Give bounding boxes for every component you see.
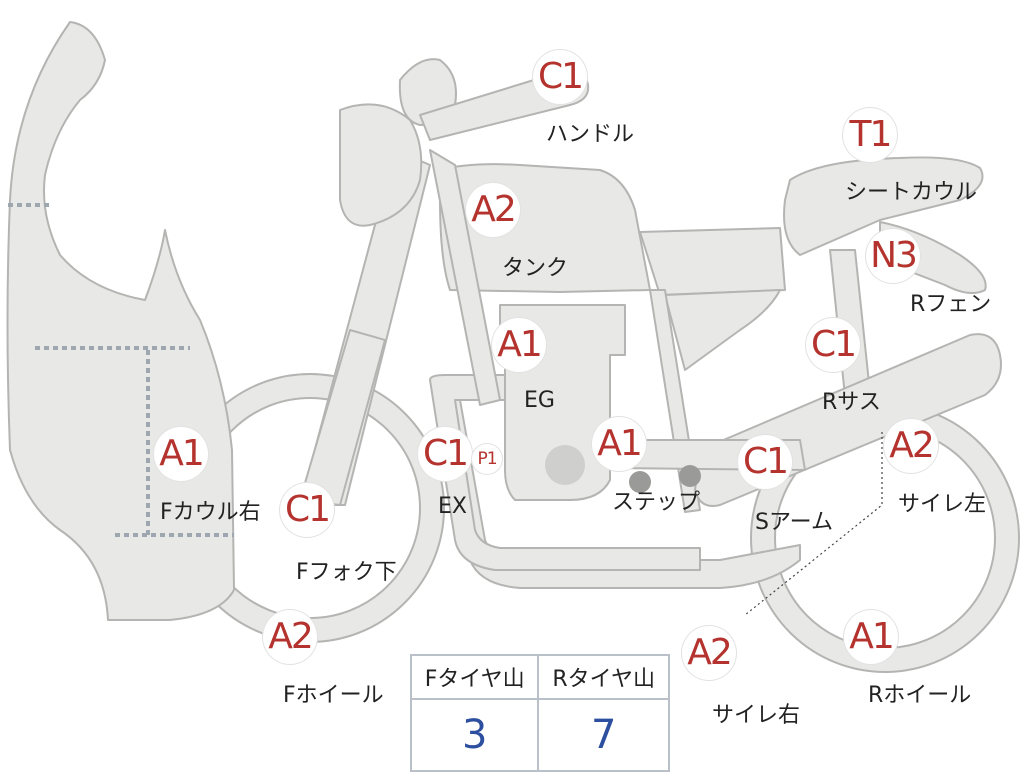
seat-cowl-shape bbox=[783, 156, 984, 256]
fork-lower-shape bbox=[299, 329, 386, 506]
front-tyre-header: Fタイヤ山 bbox=[409, 654, 540, 700]
engine-label: EG bbox=[524, 388, 555, 413]
handle-grade-badge: C1 bbox=[533, 50, 587, 104]
muffler-left-label: サイレ左 bbox=[898, 492, 987, 517]
footpeg-right-detail bbox=[679, 465, 701, 487]
muffler-right-grade-badge: A2 bbox=[682, 626, 736, 680]
muffler-right-label: サイレ右 bbox=[712, 703, 801, 728]
f-wheel-grade-badge: A2 bbox=[263, 610, 317, 664]
handle-label: ハンドル bbox=[546, 122, 635, 147]
muffler-right-leader-line bbox=[744, 432, 883, 616]
tyre-tread-table: Fタイヤ山 Rタイヤ山 3 7 bbox=[409, 654, 670, 772]
headlight-shape bbox=[339, 103, 423, 227]
r-suspension-label: Rサス bbox=[822, 390, 881, 415]
engine-cover-detail bbox=[545, 445, 585, 485]
seat-cowl-label: シートカウル bbox=[845, 180, 978, 205]
muffler-left-grade-badge: A2 bbox=[884, 419, 938, 473]
exhaust-label: EX bbox=[438, 494, 467, 519]
footpeg-left-detail bbox=[629, 471, 651, 493]
swing-arm-grade-badge: C1 bbox=[738, 435, 792, 489]
exhaust-grade-badge: C1 bbox=[418, 427, 472, 481]
f-wheel-label: Fホイール bbox=[283, 683, 384, 708]
front-tyre-value: 3 bbox=[409, 698, 540, 772]
cowl-seam-lines bbox=[8, 203, 234, 537]
tyre-table-value-row: 3 7 bbox=[409, 698, 670, 772]
rear-tyre-value: 7 bbox=[537, 698, 670, 772]
step-grade-badge: A1 bbox=[592, 417, 646, 471]
seat-shape bbox=[639, 227, 786, 296]
exhaust-sub-grade-badge: P1 bbox=[472, 444, 502, 474]
r-fender-grade-badge: N3 bbox=[866, 229, 920, 283]
rear-tyre-header: Rタイヤ山 bbox=[537, 654, 670, 700]
r-suspension-grade-badge: C1 bbox=[806, 318, 860, 372]
r-wheel-grade-badge: A1 bbox=[844, 610, 898, 664]
tyre-table-header-row: Fタイヤ山 Rタイヤ山 bbox=[409, 654, 670, 700]
f-cowl-right-grade-badge: A1 bbox=[154, 427, 208, 481]
tank-grade-badge: A2 bbox=[466, 183, 520, 237]
exhaust-pipe-shape bbox=[429, 374, 701, 571]
r-fender-label: Rフェン bbox=[910, 292, 992, 317]
f-fork-lower-grade-badge: C1 bbox=[280, 483, 334, 537]
frame-rail-shape bbox=[429, 149, 501, 406]
r-wheel-label: Rホイール bbox=[868, 683, 972, 708]
seat-cowl-grade-badge: T1 bbox=[843, 108, 897, 162]
f-cowl-right-label: Fカウル右 bbox=[160, 500, 261, 525]
side-cover-shape bbox=[664, 289, 781, 371]
front-cowl-shape bbox=[6, 21, 235, 621]
step-label: ステップ bbox=[612, 490, 701, 515]
f-fork-lower-label: Fフォク下 bbox=[296, 560, 397, 585]
tank-label: タンク bbox=[502, 256, 569, 281]
swing-arm-label: Sアーム bbox=[755, 510, 833, 535]
engine-grade-badge: A1 bbox=[492, 318, 546, 372]
